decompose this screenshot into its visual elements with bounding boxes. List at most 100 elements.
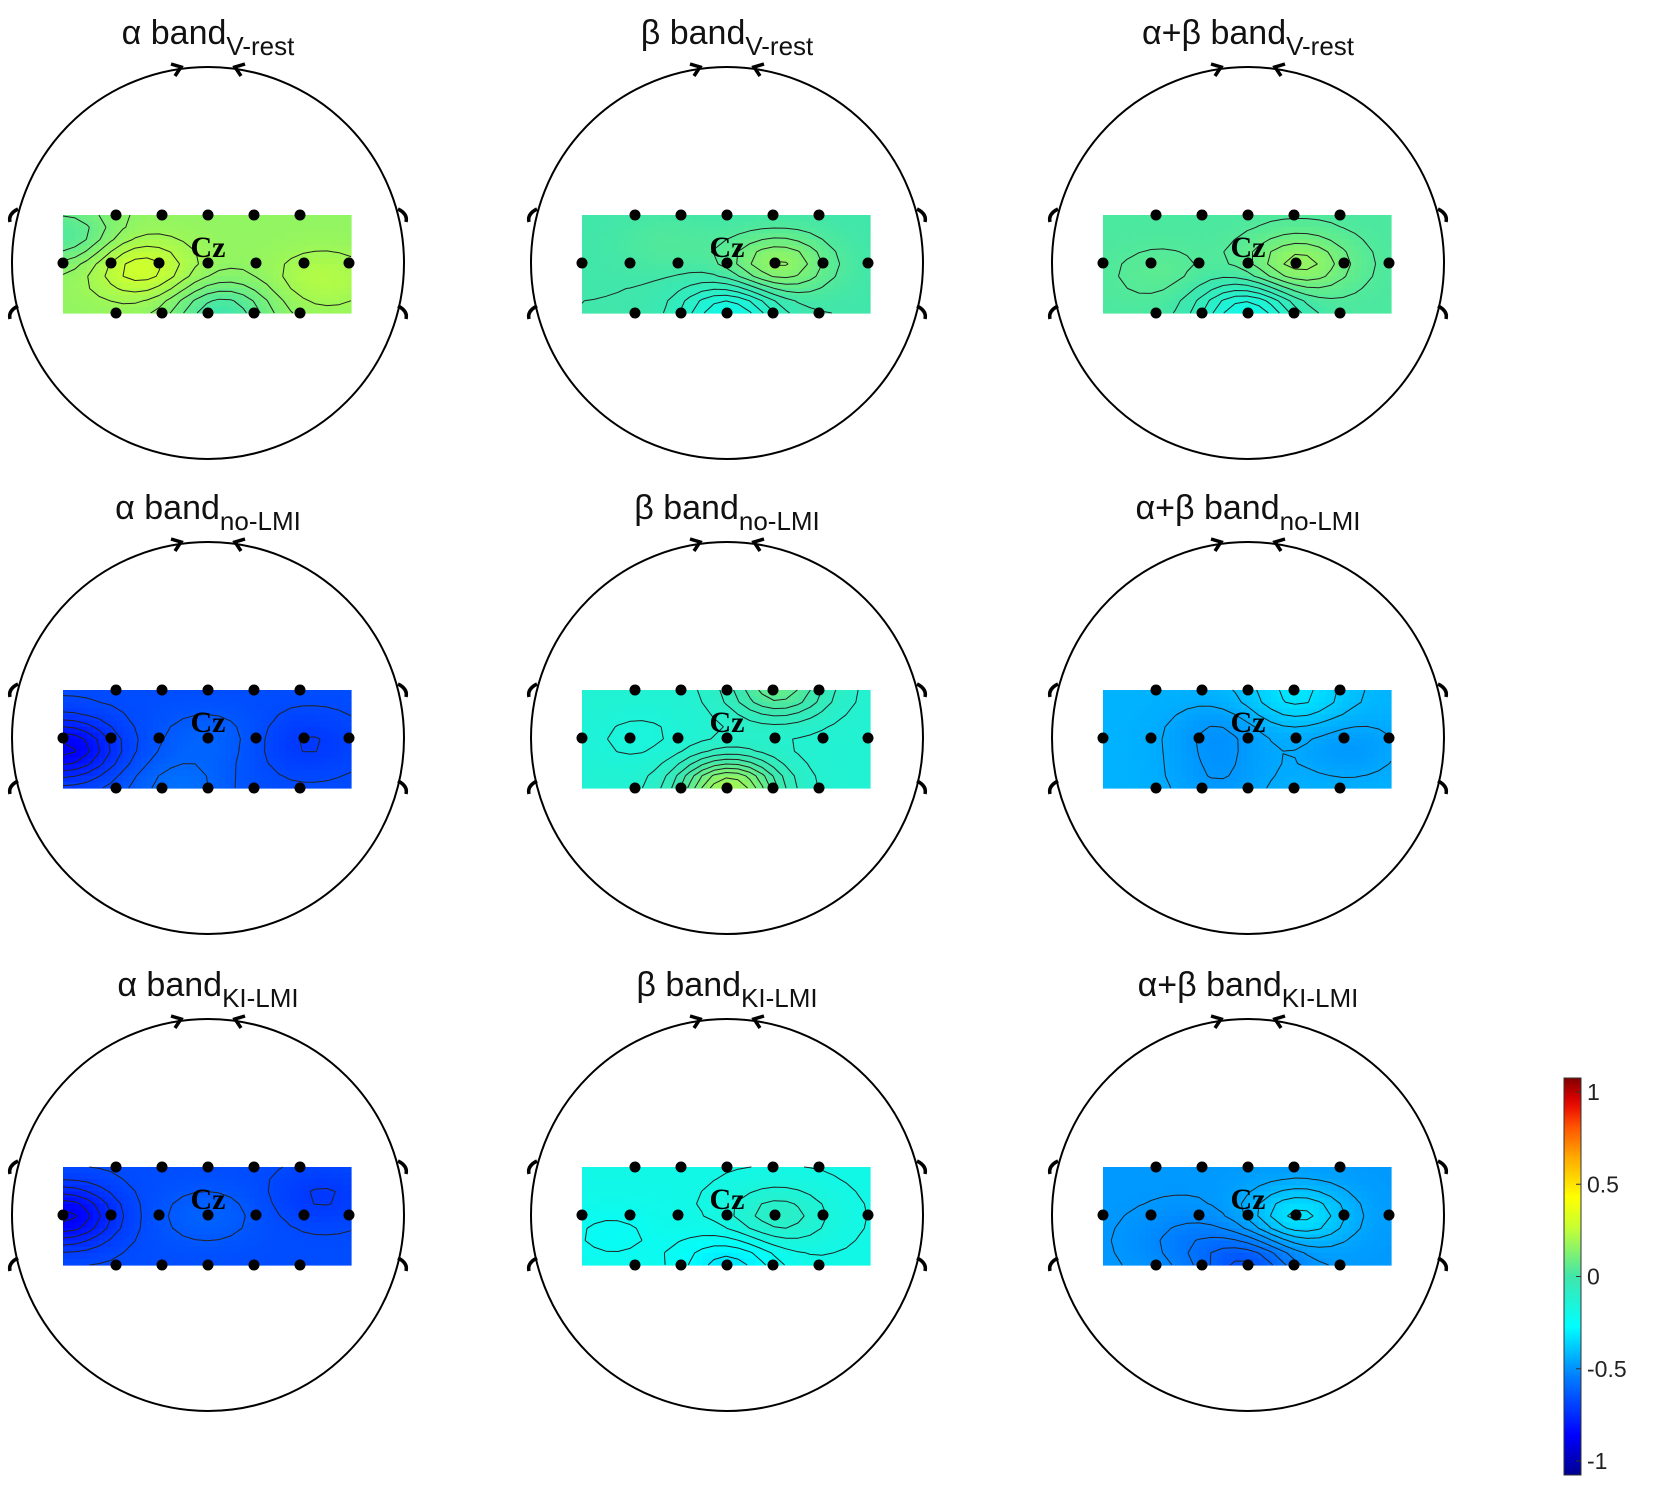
heatmap-cell (654, 300, 661, 308)
heatmap-cell (798, 257, 805, 265)
heatmap-cell (261, 739, 268, 746)
heatmap-cell (1121, 245, 1128, 253)
heatmap-cell (249, 708, 256, 716)
heatmap-cell (690, 215, 697, 222)
heatmap-cell (1103, 726, 1110, 734)
heatmap-cell (834, 233, 841, 241)
heatmap-cell (1223, 702, 1230, 709)
heatmap-cell (159, 757, 166, 765)
heatmap-cell (660, 294, 667, 302)
heatmap-cell (858, 276, 865, 283)
heatmap-cell (1325, 227, 1332, 234)
heatmap-cell (1373, 282, 1380, 290)
panel-title: β bandno-LMI (634, 489, 820, 536)
heatmap-cell (1175, 215, 1182, 222)
head-outline (1051, 66, 1445, 460)
heatmap-cell (159, 294, 166, 302)
heatmap-cell (648, 690, 655, 697)
heatmap-cell (159, 726, 166, 734)
heatmap-cell (1283, 294, 1290, 302)
heatmap-cell (1379, 708, 1386, 716)
electrode-dot (721, 732, 733, 744)
heatmap-cell (804, 690, 811, 697)
heatmap-cell (654, 264, 661, 271)
heatmap-cell (135, 245, 142, 253)
electrode-dot (1242, 209, 1254, 221)
heatmap-cell (1145, 294, 1152, 302)
heatmap-cell (768, 714, 775, 722)
heatmap-cell (219, 233, 226, 241)
heatmap-cell (183, 732, 190, 740)
heatmap-cell (780, 239, 787, 247)
heatmap-cell (612, 276, 619, 283)
heatmap-cell (1133, 233, 1140, 241)
heatmap-cell (600, 288, 607, 296)
heatmap-cell (678, 775, 685, 783)
heatmap-cell (1139, 696, 1146, 703)
heatmap-cell (225, 227, 232, 234)
heatmap-cell (798, 282, 805, 290)
heatmap-cell (1199, 300, 1206, 308)
heatmap-cell (678, 745, 685, 752)
heatmap-cell (1199, 294, 1206, 302)
heatmap-cell (726, 245, 733, 253)
heatmap-cell (834, 257, 841, 265)
heatmap-cell (762, 757, 769, 765)
heatmap-cell (213, 726, 220, 734)
heatmap-cell (1379, 282, 1386, 290)
heatmap-cell (315, 757, 322, 765)
heatmap-cell (75, 696, 82, 703)
heatmap-cell (720, 745, 727, 752)
electrode-dot (1288, 307, 1300, 319)
heatmap-cell (123, 270, 130, 277)
heatmap-cell (588, 276, 595, 283)
heatmap-cell (714, 702, 721, 709)
heatmap-cell (261, 251, 268, 259)
heatmap-cell (840, 751, 847, 758)
heatmap-cell (714, 233, 721, 241)
heatmap-cell (1265, 769, 1272, 777)
heatmap-cell (702, 696, 709, 703)
heatmap-cell (648, 720, 655, 728)
heatmap-cell (177, 775, 184, 783)
heatmap-cell (594, 702, 601, 709)
heatmap-cell (1145, 696, 1152, 703)
heatmap-cell (1205, 221, 1212, 228)
heatmap-cell (177, 300, 184, 308)
heatmap-cell (828, 233, 835, 241)
heatmap-cell (666, 720, 673, 728)
heatmap-cell (285, 769, 292, 777)
heatmap-cell (327, 739, 334, 746)
heatmap-cell (225, 239, 232, 247)
heatmap-cell (255, 696, 262, 703)
heatmap-cell (642, 251, 649, 259)
heatmap-cell (327, 264, 334, 271)
heatmap-cell (1385, 702, 1392, 709)
heatmap-cell (195, 215, 202, 222)
heatmap-cell (588, 696, 595, 703)
heatmap-cell (327, 282, 334, 290)
heatmap-cell (624, 751, 631, 758)
heatmap-cell (99, 251, 106, 259)
heatmap-cell (327, 702, 334, 709)
heatmap-cell (1343, 276, 1350, 283)
heatmap-cell (1175, 306, 1182, 314)
heatmap-cell (309, 227, 316, 234)
heatmap-cell (1127, 270, 1134, 277)
heatmap-cell (1235, 708, 1242, 716)
heatmap-cell (213, 745, 220, 752)
heatmap-cell (612, 264, 619, 271)
heatmap-cell (810, 732, 817, 740)
heatmap-cell (315, 751, 322, 758)
heatmap-cell (1145, 239, 1152, 247)
heatmap-cell (1127, 239, 1134, 247)
heatmap-cell (618, 233, 625, 241)
heatmap-cell (1325, 264, 1332, 271)
heatmap-cell (207, 270, 214, 277)
heatmap-cell (1211, 282, 1218, 290)
heatmap-cell (1151, 751, 1158, 758)
heatmap-cell (738, 732, 745, 740)
heatmap-cell (792, 757, 799, 765)
heatmap-cell (756, 726, 763, 734)
heatmap-cell (846, 227, 853, 234)
